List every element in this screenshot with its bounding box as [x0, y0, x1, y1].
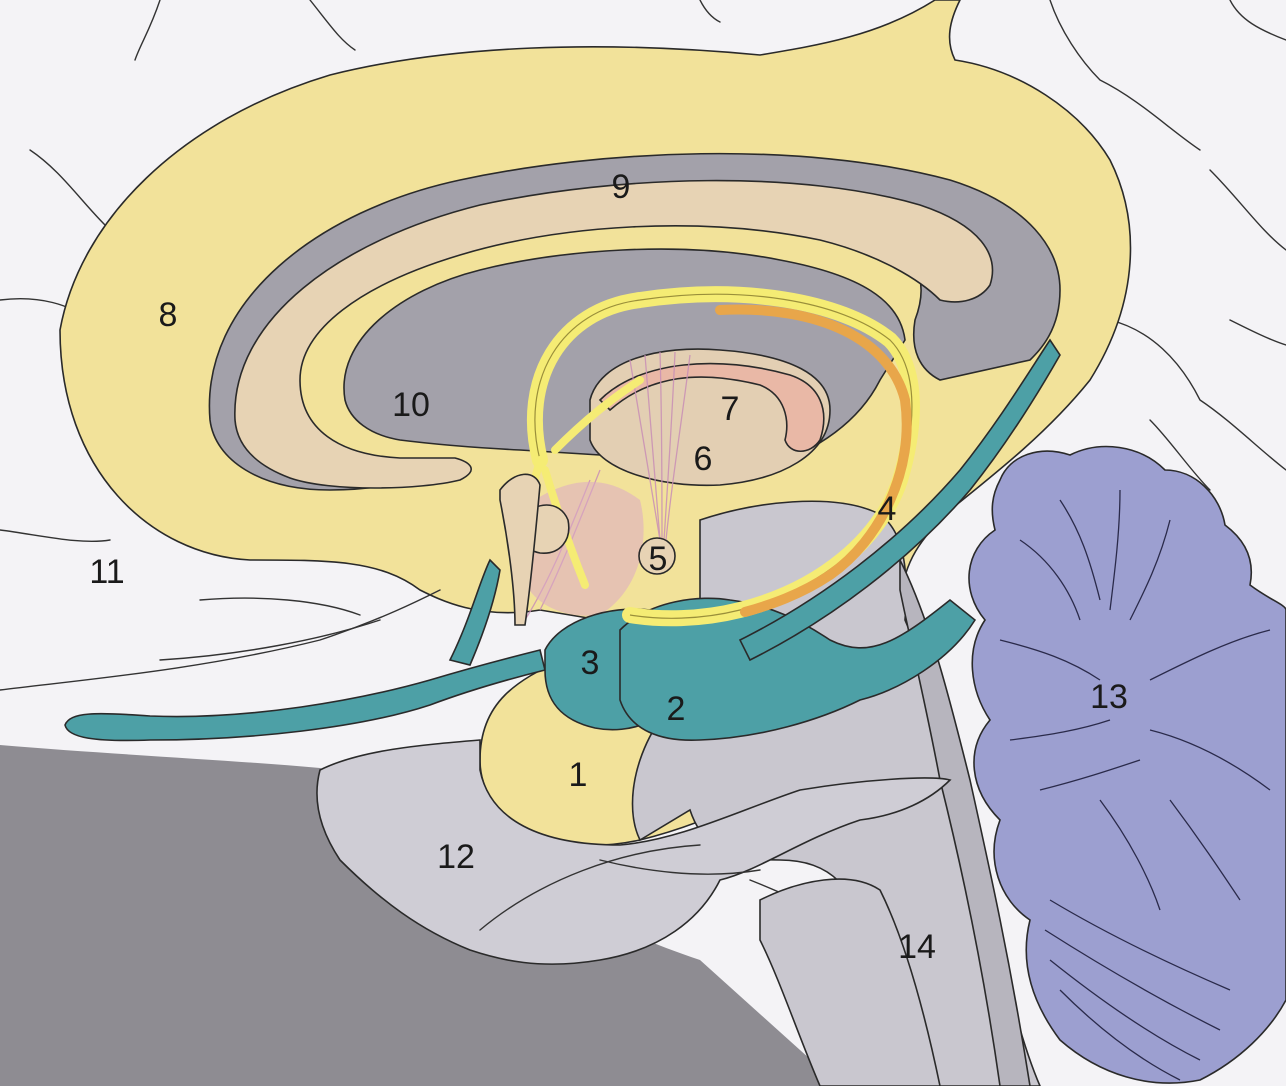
label-1: 1	[569, 756, 588, 794]
olfactory-tract	[64, 649, 546, 742]
lamina-terminalis-tan	[499, 473, 541, 626]
label-11: 11	[89, 553, 124, 591]
fornix-outline	[534, 293, 913, 619]
temporal-lobe-12	[316, 739, 952, 965]
stria-medullaris	[598, 362, 825, 453]
label-12: 12	[437, 838, 475, 876]
label-14: 14	[898, 928, 936, 966]
label-8: 8	[159, 296, 178, 334]
cerebellar-folia	[999, 489, 1271, 1081]
label-6: 6	[694, 440, 713, 478]
label-3: 3	[581, 644, 600, 682]
cortical-sulci	[0, 0, 1286, 543]
label-13: 13	[1090, 678, 1128, 716]
stria-terminalis	[715, 304, 912, 617]
hippocampus-2	[619, 597, 977, 741]
mammillary-body	[638, 537, 676, 575]
corpus-callosum	[234, 179, 994, 489]
base-dark-region	[0, 745, 320, 1086]
label-9: 9	[612, 168, 631, 206]
orbital-sulci	[0, 589, 441, 691]
label-5: 5	[649, 540, 668, 578]
label-7: 7	[721, 390, 740, 428]
olfactory-striae	[448, 558, 501, 666]
label-10: 10	[392, 386, 430, 424]
hippocampal-arc-teal	[738, 338, 1061, 662]
label-2: 2	[667, 690, 686, 728]
label-4: 4	[878, 490, 897, 528]
pons-lower	[899, 559, 1031, 1086]
pons-14	[759, 878, 941, 1086]
structure-labels: 1 2 3 4 5 6 7 8 9 10 11 12 13 14	[89, 168, 1128, 966]
